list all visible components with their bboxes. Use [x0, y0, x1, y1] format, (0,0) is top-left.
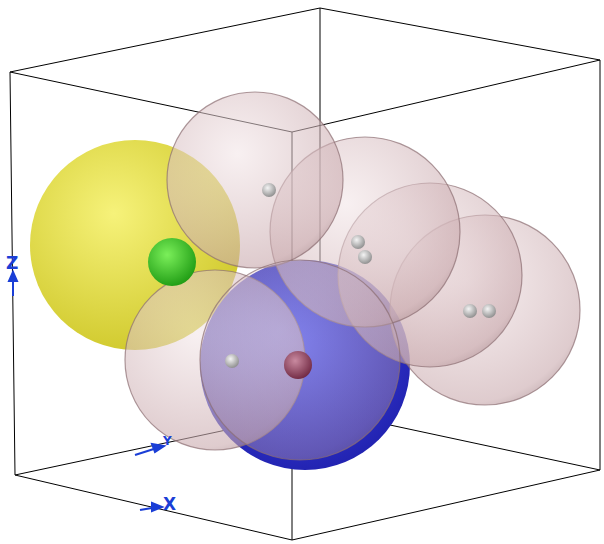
grey-atom — [463, 304, 477, 318]
pink-sphere — [200, 260, 400, 460]
cell-edge — [320, 8, 600, 60]
grey-atom — [262, 183, 276, 197]
axis-indicators — [9, 272, 164, 511]
grey-atom — [482, 304, 496, 318]
grey-atom — [225, 354, 239, 368]
grey-atom — [358, 250, 372, 264]
grey-atom — [351, 235, 365, 249]
axis-head — [152, 503, 162, 511]
cell-edge — [600, 60, 601, 470]
axis-head — [9, 272, 17, 281]
magenta-atom — [284, 351, 312, 379]
axis-label: Y — [163, 435, 172, 447]
unit-cell-box — [10, 8, 600, 540]
cell-edge — [292, 470, 600, 540]
axis-head — [152, 444, 164, 452]
pink-spheres — [125, 92, 580, 460]
cell-edge — [10, 8, 320, 72]
axis-label: X — [163, 496, 176, 513]
pink-sphere — [167, 92, 343, 268]
cell-edge — [15, 475, 292, 540]
axis-label: Z — [6, 255, 18, 272]
green-atom — [148, 238, 196, 286]
grey-atoms — [225, 183, 496, 368]
cell-edge — [292, 60, 600, 132]
